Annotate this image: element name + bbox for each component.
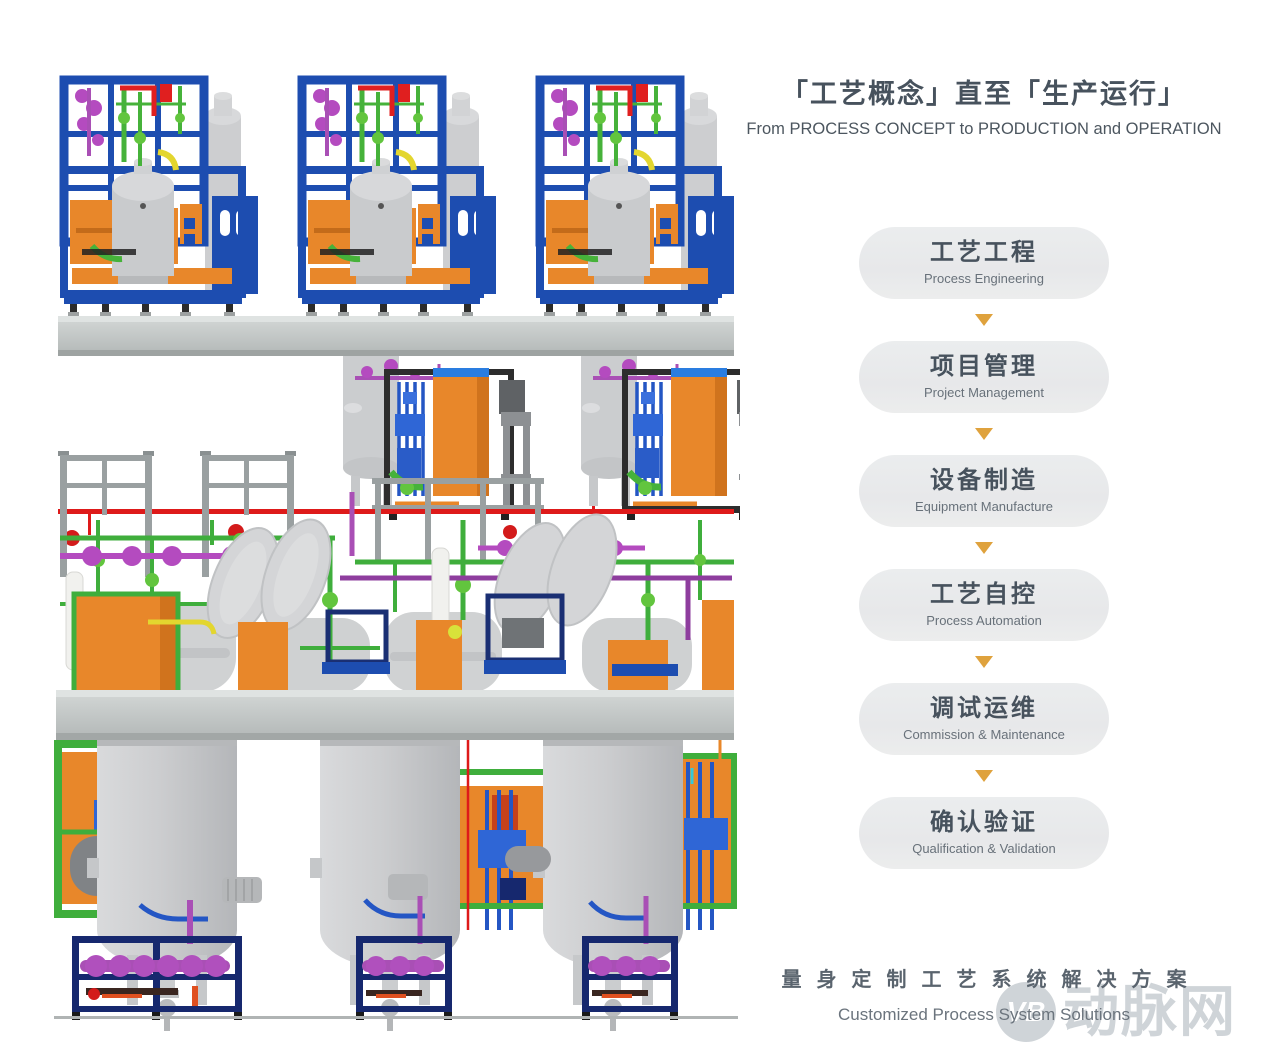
stage-pill: 确认验证 Qualification & Validation — [859, 797, 1109, 869]
stage-label-zh: 设备制造 — [930, 467, 1038, 495]
stage-pill: 项目管理 Project Management — [859, 341, 1109, 413]
page-title-zh: 「工艺概念」直至「生产运行」 — [781, 79, 1187, 109]
flow-panel: 「工艺概念」直至「生产运行」 From PROCESS CONCEPT to P… — [734, 0, 1234, 1025]
stage-pill: 调试运维 Commission & Maintenance — [859, 683, 1109, 755]
stage-label-en: Process Automation — [926, 612, 1042, 628]
flow-stages: 工艺工程 Process Engineering 项目管理 Project Ma… — [734, 227, 1234, 869]
down-arrow-icon — [975, 314, 993, 326]
page-title-en: From PROCESS CONCEPT to PRODUCTION and O… — [746, 120, 1222, 138]
stage-label-zh: 调试运维 — [930, 695, 1038, 723]
stage-pill: 工艺自控 Process Automation — [859, 569, 1109, 641]
watermark: VB 动脉网 — [996, 982, 1237, 1042]
stage-label-en: Qualification & Validation — [912, 840, 1056, 856]
stage-label-zh: 工艺工程 — [930, 239, 1038, 267]
stage-label-zh: 项目管理 — [930, 353, 1038, 381]
stage-pill: 设备制造 Equipment Manufacture — [859, 455, 1109, 527]
down-arrow-icon — [975, 770, 993, 782]
down-arrow-icon — [975, 428, 993, 440]
tagline-en: Customized Process System Solutions — [838, 1005, 1130, 1024]
stage-label-en: Process Engineering — [924, 270, 1044, 286]
stage-label-en: Commission & Maintenance — [903, 726, 1065, 742]
down-arrow-icon — [975, 542, 993, 554]
footer: 量身定制工艺系统解决方案 Customized Process System S… — [734, 963, 1234, 1025]
stage-label-en: Project Management — [924, 384, 1044, 400]
stage-label-en: Equipment Manufacture — [914, 498, 1054, 514]
stage-pill: 工艺工程 Process Engineering — [859, 227, 1109, 299]
tagline-zh: 量身定制工艺系统解决方案 — [781, 969, 1202, 991]
stage-label-zh: 工艺自控 — [930, 581, 1038, 609]
watermark-logo-icon: VB — [996, 982, 1056, 1042]
process-plant-3d-render-icon — [54, 0, 740, 1031]
down-arrow-icon — [975, 656, 993, 668]
stage-label-zh: 确认验证 — [930, 809, 1038, 837]
watermark-text: 动脉网 — [1063, 980, 1237, 1043]
